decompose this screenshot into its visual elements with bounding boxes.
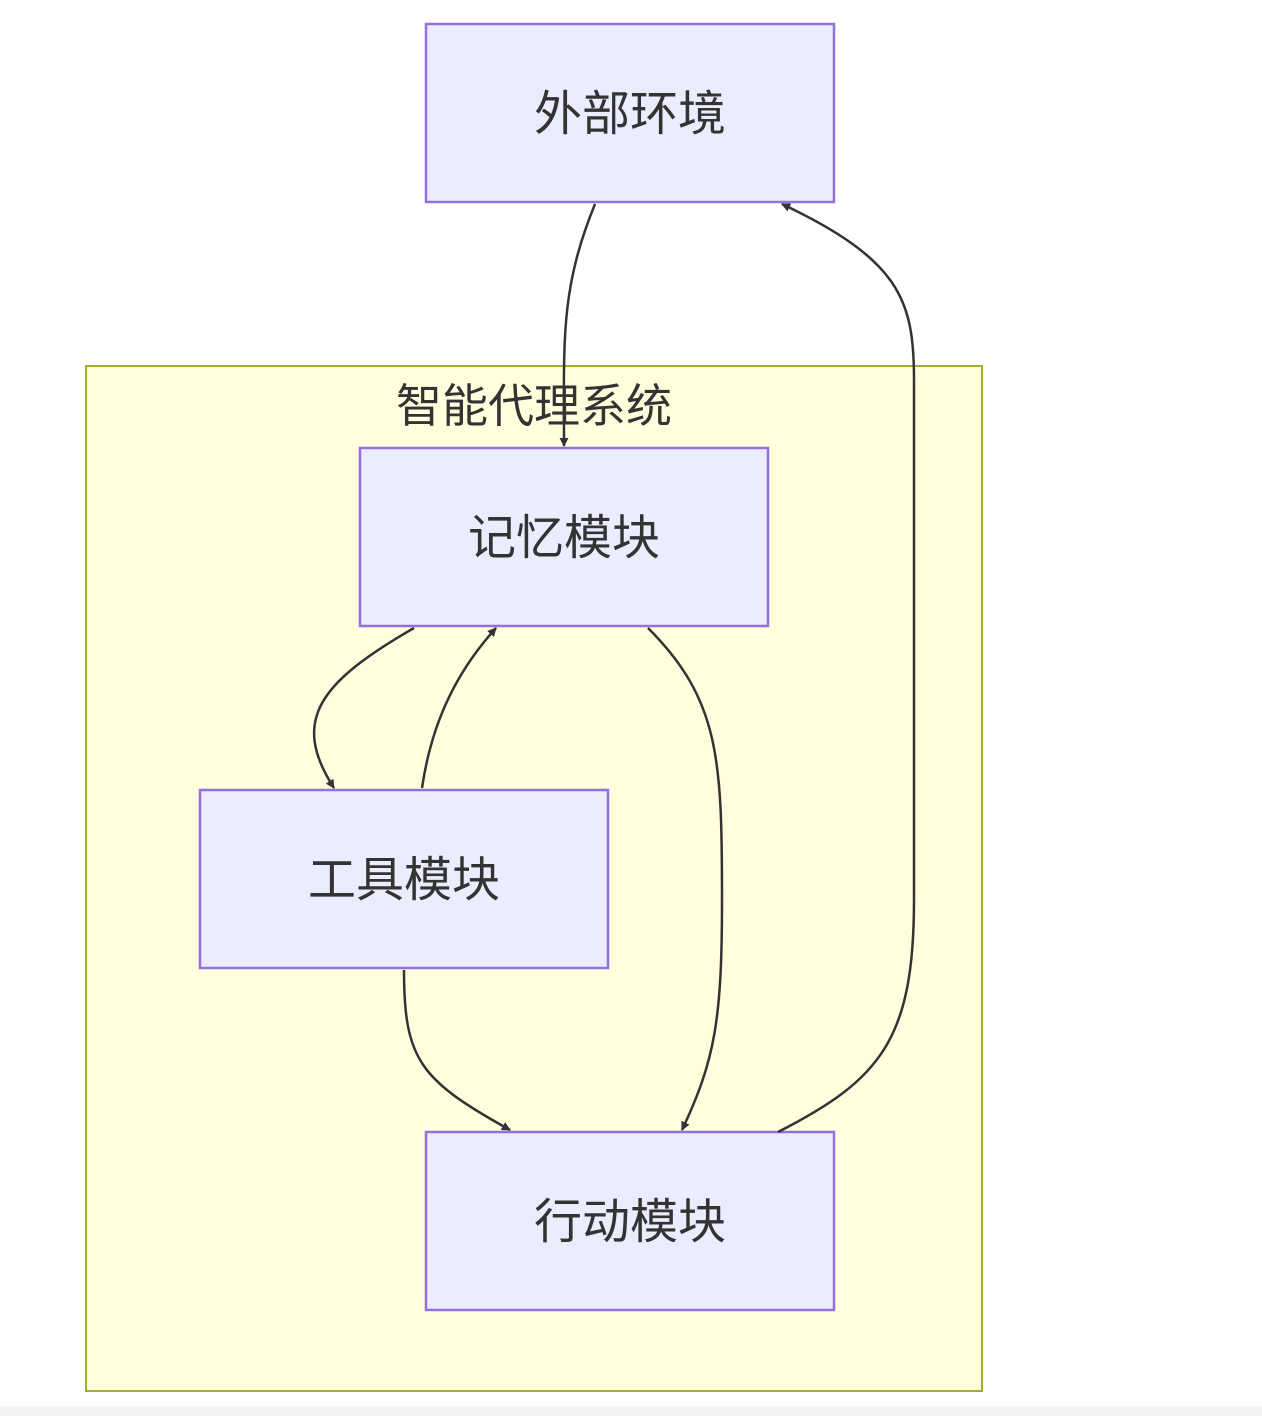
node-tools[interactable]: 工具模块 <box>198 788 610 970</box>
node-env-label: 外部环境 <box>534 86 726 142</box>
edge-tools-to-memory <box>420 627 497 789</box>
node-memory-label: 记忆模块 <box>468 510 660 566</box>
node-tools-box[interactable] <box>198 788 610 970</box>
edge-tools-to-action <box>402 969 511 1132</box>
cluster-label: 智能代理系统 <box>396 379 672 433</box>
node-memory-box[interactable] <box>358 446 770 628</box>
node-action-label: 行动模块 <box>534 1194 726 1250</box>
edge-memory-to-tools <box>312 626 415 789</box>
node-action-box[interactable] <box>424 1130 836 1312</box>
edges <box>312 202 916 1134</box>
node-memory[interactable]: 记忆模块 <box>358 446 770 628</box>
edge-env-to-memory <box>559 203 597 447</box>
edge-action-to-env <box>777 202 916 1134</box>
bottom-edge-band <box>0 1406 1262 1416</box>
edge-memory-to-action <box>647 627 724 1131</box>
node-tools-label: 工具模块 <box>308 852 500 908</box>
node-env-box[interactable] <box>424 22 836 204</box>
node-action[interactable]: 行动模块 <box>424 1130 836 1312</box>
node-env[interactable]: 外部环境 <box>424 22 836 204</box>
